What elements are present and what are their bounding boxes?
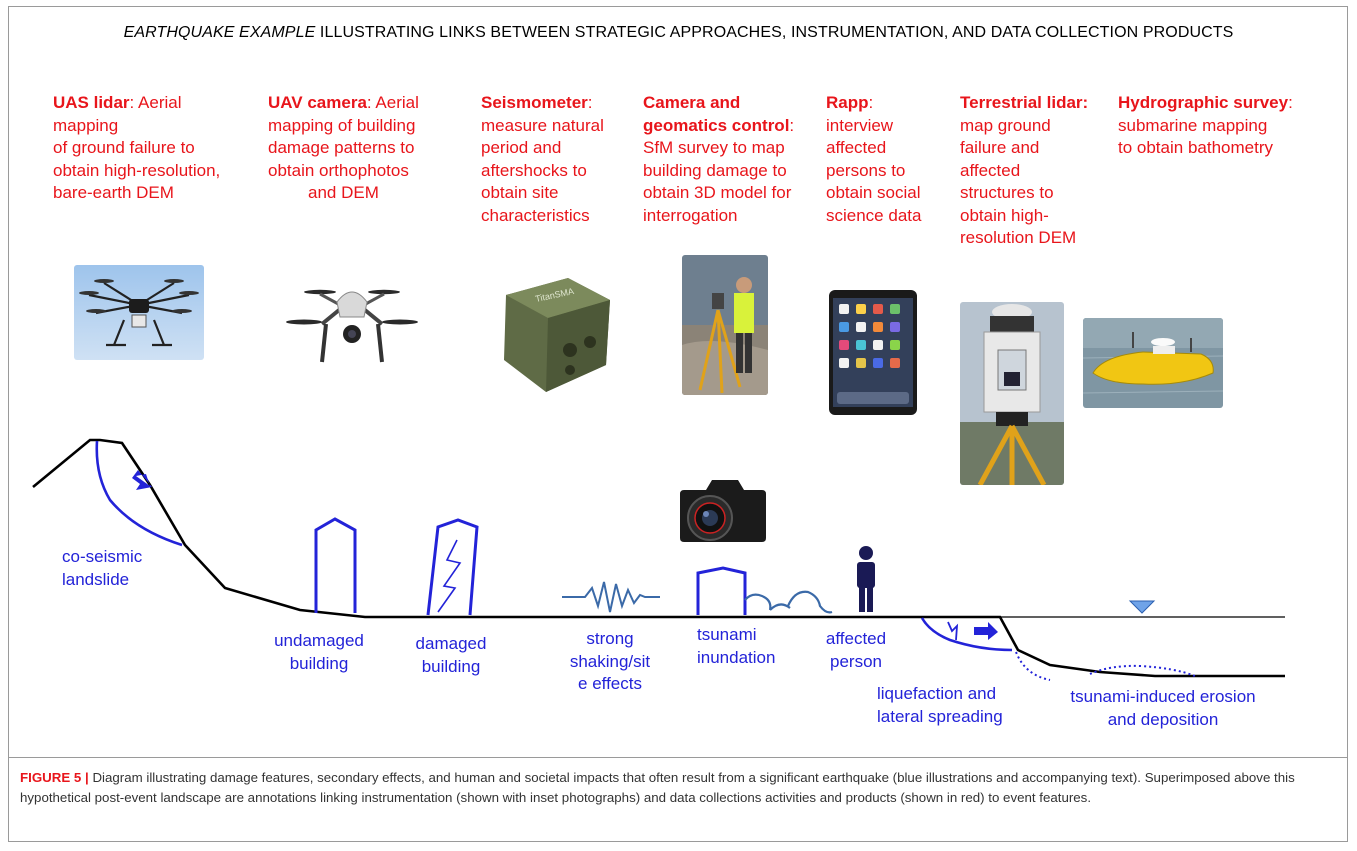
- dslr-camera-photo: [676, 472, 768, 547]
- quadcopter-icon: [282, 262, 422, 382]
- building-crack: [437, 539, 462, 613]
- camera-icon: [676, 472, 768, 547]
- shaking-waveform: [562, 581, 660, 613]
- surveyor-icon: [682, 255, 768, 395]
- ground-profile: [32, 438, 1285, 678]
- seismometer-photo: TitanSMA: [498, 270, 616, 400]
- damaged-building: [426, 518, 479, 616]
- figure-title: EARTHQUAKE EXAMPLE ILLUSTRATING LINKS BE…: [0, 24, 1357, 42]
- method-uas-lidar: UAS lidar: Aerial mapping of ground fail…: [53, 93, 221, 202]
- tablet-icon: [829, 290, 917, 415]
- landslide-outline: [95, 440, 183, 547]
- lidar-scanner-icon: [960, 302, 1064, 485]
- octocopter-drone-photo: [74, 265, 204, 360]
- tablet-photo: [829, 290, 917, 415]
- title-rest: ILLUSTRATING LINKS BETWEEN STRATEGIC APP…: [315, 24, 1234, 41]
- undamaged-building: [314, 517, 357, 613]
- method-hydrographic-survey: Hydrographic survey: submarine mapping t…: [1118, 93, 1293, 157]
- survey-boat-icon: [1083, 318, 1223, 408]
- octocopter-icon: [74, 265, 204, 360]
- title-italic: EARTHQUAKE EXAMPLE: [123, 24, 316, 41]
- caption-text: Diagram illustrating damage features, se…: [20, 770, 1295, 805]
- hydrographic-boat-photo: [1083, 318, 1223, 408]
- seismometer-icon: TitanSMA: [498, 270, 616, 400]
- tsunami-building: [696, 566, 747, 615]
- quadcopter-drone-photo: [282, 262, 422, 382]
- terrestrial-lidar-photo: [960, 302, 1064, 485]
- liquefaction-outline: [920, 617, 1013, 652]
- figure-caption: FIGURE 5 | Diagram illustrating damage f…: [20, 768, 1340, 808]
- landslide-arrow-icon: [132, 470, 152, 490]
- surveyor-tripod-photo: [682, 255, 768, 395]
- liquefaction-bolt-icon: [947, 621, 959, 641]
- caption-label: FIGURE 5 |: [20, 770, 89, 785]
- lateral-spread-arrow-icon: [974, 622, 998, 640]
- caption-separator: [8, 757, 1348, 758]
- method-rapp: Rapp: interview affected persons to obta…: [826, 93, 922, 225]
- method-seismometer: Seismometer: measure natural period and …: [481, 93, 604, 225]
- method-camera-geomatics: Camera and geomatics control: SfM survey…: [643, 93, 795, 225]
- deposition-dotted-line: [1089, 664, 1196, 677]
- water-level-icon: [1128, 600, 1156, 614]
- person-icon: [857, 546, 875, 612]
- figure-frame: [8, 6, 1348, 842]
- method-terrestrial-lidar: Terrestrial lidar: map ground failure an…: [960, 93, 1089, 247]
- tsunami-wave: [744, 590, 833, 614]
- method-uav-camera: UAV camera: Aerial mapping of building d…: [268, 93, 419, 202]
